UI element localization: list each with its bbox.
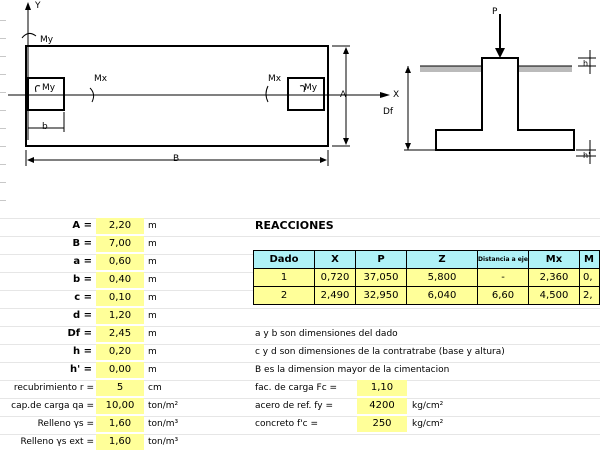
param-label: b = [72,274,92,285]
table-header: Dado [253,250,315,269]
note-line: B es la dimension mayor de la cimentacio… [255,365,450,375]
reactions-title: REACCIONES [255,219,334,232]
param-unit: m [148,311,157,321]
param-unit: m [148,365,157,375]
param-unit: m [148,347,157,357]
param-unit: m [148,275,157,285]
param-label: d = [72,310,92,321]
material-label: recubrimiento r = [13,383,94,393]
table-cell: 0,720 [314,268,356,287]
plan-view-drawing [8,2,390,166]
material-unit: ton/m³ [148,437,179,447]
table-cell: 0, [579,268,600,287]
material-unit: cm [148,383,162,393]
table-header: Mx [528,250,580,269]
table-cell: 5,800 [406,268,478,287]
param-value[interactable]: 1,20 [96,308,144,324]
material-value[interactable]: 1,60 [96,416,144,432]
table-cell: - [477,268,529,287]
table-cell: 6,60 [477,286,529,305]
table-cell: 4,500 [528,286,580,305]
material-unit: ton/m² [148,401,179,411]
table-cell: 2 [253,286,315,305]
note-line: c y d son dimensiones de la contratrabe … [255,347,505,357]
table-cell: 1 [253,268,315,287]
param-value[interactable]: 2,45 [96,326,144,342]
table-header: P [355,250,407,269]
table-cell: 32,950 [355,286,407,305]
material-value[interactable]: 10,00 [96,398,144,414]
param-unit: m [148,329,157,339]
material-value[interactable]: 4200 [357,398,407,414]
mx-right-label: Mx [268,74,282,84]
table-cell: 6,040 [406,286,478,305]
material-value[interactable]: 1,10 [357,380,407,396]
material-value[interactable]: 250 [357,416,407,432]
x-axis-label: X [393,90,400,100]
table-header: Z [406,250,478,269]
table-cell: 2, [579,286,600,305]
my-left-label: My [42,83,56,93]
param-value[interactable]: 0,10 [96,290,144,306]
material-value[interactable]: 1,60 [96,434,144,450]
material-unit: ton/m³ [148,419,179,429]
param-unit: m [148,257,157,267]
material-unit: kg/cm² [412,401,444,411]
table-header: Distancia a eje [477,250,529,269]
table-cell: 2,360 [528,268,580,287]
param-label: c = [74,292,92,303]
param-label: Df = [67,328,92,339]
material-label: fac. de carga Fc = [255,383,338,393]
param-label: h = [73,346,92,357]
pedestal-right [287,77,325,111]
dim-h-label: h [583,59,589,68]
material-label: acero de ref. fy = [255,401,333,411]
table-cell: 37,050 [355,268,407,287]
param-value[interactable]: 0,40 [96,272,144,288]
param-unit: m [148,293,157,303]
dim-A-label: A [340,90,347,100]
material-label: concreto f'c = [255,419,319,429]
load-P-label: P [492,7,498,17]
table-header: X [314,250,356,269]
material-label: Relleno γs ext = [20,437,94,447]
param-label: a = [73,256,92,267]
param-label: A = [72,220,92,231]
y-axis-label: Y [35,1,41,11]
note-line: a y b son dimensiones del dado [255,329,398,339]
my-top-label: My [40,35,54,45]
dim-b-label: b [42,122,48,132]
dim-h-prime-label: h' [583,151,591,160]
section-view-drawing [404,14,596,164]
param-unit: m [148,239,157,249]
material-label: cap.de carga qa = [11,401,94,411]
dim-B-label: B [173,154,180,164]
param-value[interactable]: 0,00 [96,362,144,378]
material-label: Relleno γs = [37,419,94,429]
table-cell: 2,490 [314,286,356,305]
param-value[interactable]: 2,20 [96,218,144,234]
param-value[interactable]: 0,20 [96,344,144,360]
footing-outline [25,45,329,147]
param-value[interactable]: 7,00 [96,236,144,252]
param-label: B = [72,238,92,249]
mx-left-label: Mx [94,74,108,84]
material-unit: kg/cm² [412,419,444,429]
my-right-label: My [304,83,318,93]
material-value[interactable]: 5 [96,380,144,396]
param-unit: m [148,221,157,231]
param-value[interactable]: 0,60 [96,254,144,270]
table-header: M [579,250,600,269]
dim-Df-label: Df [383,107,394,117]
param-label: h' = [69,364,92,375]
